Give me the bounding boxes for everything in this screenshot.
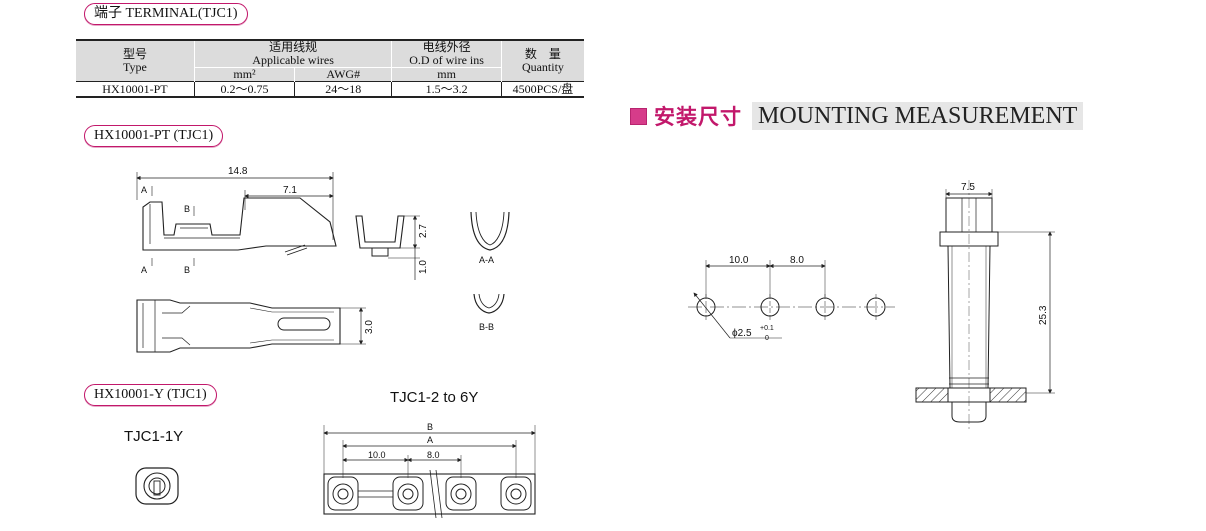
dim-length: 14.8 (228, 166, 248, 177)
dim-pitch2: 8.0 (427, 450, 440, 460)
dim-pitch1: 10.0 (368, 450, 386, 460)
pin-width: 7.5 (961, 182, 975, 193)
y-section-header: HX10001-Y (TJC1) (84, 384, 217, 406)
mounting-title-en: MOUNTING MEASUREMENT (752, 102, 1084, 130)
dim-a: A (427, 435, 433, 445)
cell-od: 1.5～3.2 (391, 81, 502, 97)
table-row: HX10001-PT 0.2～0.75 24～18 1.5～3.2 4500PC… (76, 81, 584, 97)
section-b-bottom: B (184, 265, 190, 275)
pt-end-view: 2.7 1.0 (355, 215, 429, 280)
mounting-hole-pattern: 10.0 8.0 ϕ2.5 +0.1 0 (688, 255, 895, 342)
dim-tab: 1.0 (418, 260, 429, 274)
dim-b: B (427, 422, 433, 432)
unit-awg: AWG# (294, 67, 392, 82)
section-bb-view: B-B (473, 293, 505, 332)
dim-width: 3.0 (364, 320, 375, 334)
dim-crimp: 7.1 (283, 185, 297, 196)
section-a-top: A (141, 185, 147, 195)
section-aa-view: A-A (470, 211, 510, 265)
pt-side-view: 14.8 7.1 A A B B (136, 166, 337, 275)
single-y-title: TJC1-1Y (124, 428, 184, 445)
hole-diameter: ϕ2.5 (732, 328, 752, 339)
cell-qty: 4500PCS/盘 (500, 81, 584, 97)
dim-height: 2.7 (418, 224, 429, 238)
unit-mm: mm (391, 67, 502, 82)
cell-type: HX10001-PT (76, 81, 195, 97)
hole-tol-upper: +0.1 (760, 325, 774, 332)
pin-height: 25.3 (1038, 305, 1049, 325)
cell-awg: 24～18 (294, 81, 392, 97)
mount-dim-pitch2: 8.0 (790, 255, 804, 266)
terminal-section-header: 端子 TERMINAL(TJC1) (84, 3, 248, 25)
mount-dim-pitch1: 10.0 (729, 255, 749, 266)
multi-y-title: TJC1-2 to 6Y (390, 389, 479, 406)
unit-mm2: mm² (193, 67, 295, 82)
section-b-top: B (184, 204, 190, 214)
label-aa: A-A (479, 255, 494, 265)
cell-mm2: 0.2～0.75 (193, 81, 295, 97)
mounting-title: 安装尺寸 MOUNTING MEASUREMENT (630, 102, 1084, 130)
pt-top-view: 3.0 (136, 299, 375, 353)
multi-housing-view: B A 10.0 8.0 (323, 422, 536, 519)
square-bullet-icon (630, 107, 647, 125)
section-a-bottom: A (141, 265, 147, 275)
hole-tol-lower: 0 (765, 335, 769, 342)
mounting-pin-view: 7.5 25.3 (915, 180, 1055, 430)
mounting-title-zh: 安装尺寸 (654, 105, 742, 129)
table-unit-row: mm² AWG# mm (76, 67, 584, 82)
single-housing-view (135, 467, 179, 505)
pt-section-header: HX10001-PT (TJC1) (84, 125, 224, 147)
label-bb: B-B (479, 322, 494, 332)
